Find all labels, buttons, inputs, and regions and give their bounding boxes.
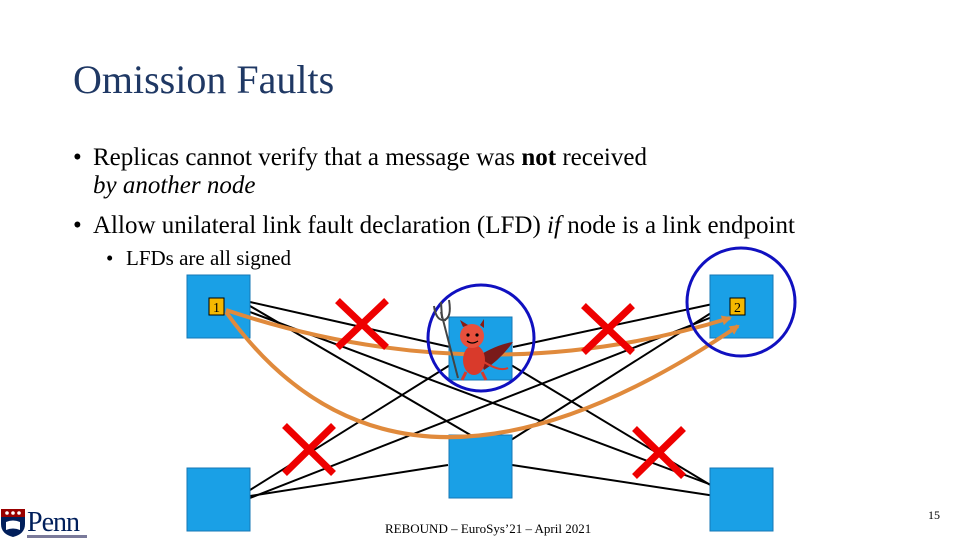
fault-cross-1 — [335, 298, 389, 350]
link — [249, 464, 449, 497]
bullet-marker: • — [73, 212, 82, 239]
bullet-emphasis: not — [521, 144, 557, 171]
footer-text: REBOUND – EuroSys’21 – April 2021 — [385, 521, 592, 536]
bullet-lfd: • Allow unilateral link fault declaratio… — [73, 212, 933, 240]
bullet-continuation: by another node — [93, 172, 256, 199]
penn-logo-subtext — [27, 535, 87, 538]
node-2-label-box — [729, 297, 746, 316]
link — [511, 464, 723, 498]
bullet-emphasis: if — [547, 212, 561, 239]
slide-title: Omission Faults — [73, 57, 335, 102]
fault-cross-2 — [581, 303, 635, 355]
bullet-marker: • — [73, 144, 82, 171]
bullet-text-end: received — [556, 144, 647, 171]
sub-bullet-signed: • LFDs are all signed — [73, 246, 933, 270]
node-bottom-center — [448, 434, 513, 499]
bullet-marker: • — [106, 246, 114, 270]
node-1-label-box — [208, 297, 225, 316]
penn-logo: Penn — [0, 508, 92, 540]
penn-shield-icon — [1, 509, 25, 537]
link — [510, 305, 723, 441]
link — [510, 364, 723, 493]
penn-logo-text: Penn — [27, 507, 80, 538]
devil-icon — [433, 299, 513, 381]
node-1-label: 1 — [213, 301, 220, 316]
message-arrow-via-bottom — [224, 310, 740, 439]
bullet-text: Replicas cannot verify that a message wa… — [93, 144, 522, 171]
bullet-text-end: node is a link endpoint — [560, 212, 795, 239]
node-bottom-right — [709, 467, 774, 532]
node-2-label: 2 — [734, 301, 741, 316]
bullet-text: Allow unilateral link fault declaration … — [93, 212, 548, 239]
page-number: 15 — [928, 508, 940, 522]
bullet-replicas: • Replicas cannot verify that a message … — [73, 144, 933, 200]
node-bottom-left — [186, 467, 251, 532]
link — [249, 364, 451, 491]
bullet-list: • Replicas cannot verify that a message … — [73, 144, 933, 270]
link — [249, 311, 726, 491]
fault-cross-3 — [282, 423, 336, 476]
receiver-circle — [685, 246, 797, 358]
faulty-node-circle — [426, 283, 536, 393]
link — [249, 301, 451, 348]
fault-cross-4 — [632, 426, 686, 479]
sub-bullet-text: LFDs are all signed — [126, 246, 292, 270]
